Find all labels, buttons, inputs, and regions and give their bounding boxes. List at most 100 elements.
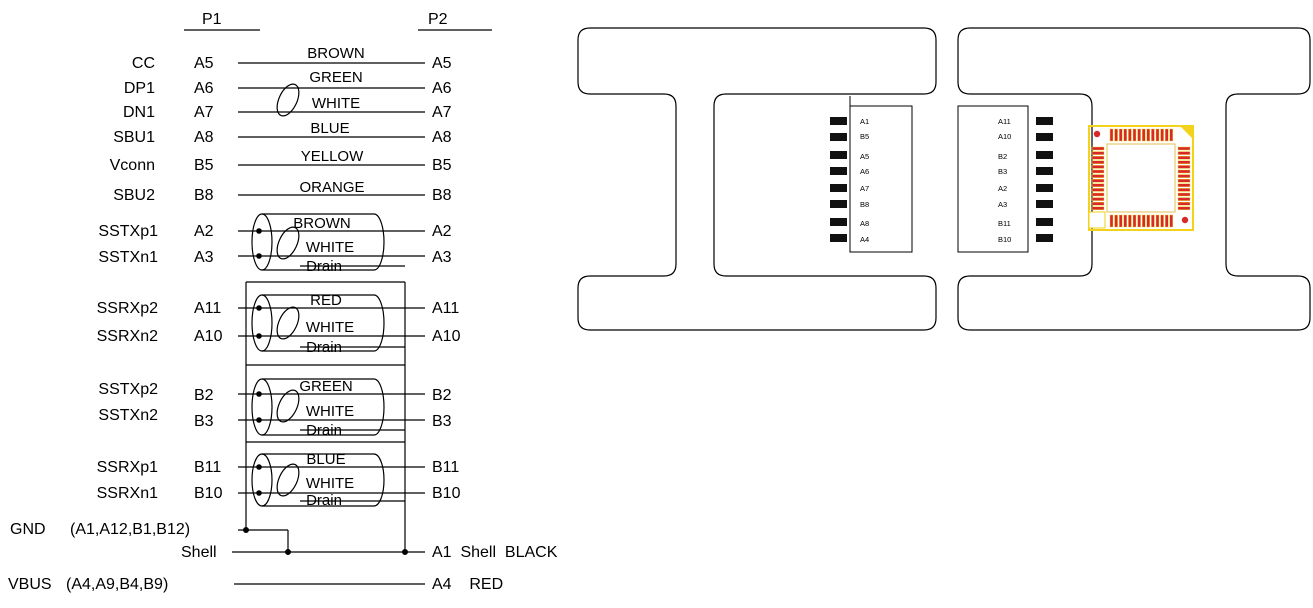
pin1-marker	[1093, 130, 1101, 138]
p2-pin: A11	[432, 300, 459, 317]
p1-pin: A3	[194, 249, 214, 266]
signal-label: DN1	[123, 104, 155, 121]
ic-outline	[1088, 125, 1194, 231]
right-pin-label: A2	[998, 184, 1007, 193]
p2-pin: A3	[432, 249, 452, 266]
smd-pad	[830, 117, 847, 125]
ic-pad	[1091, 206, 1105, 211]
p1-pin: A7	[194, 104, 214, 121]
wire-color: WHITE	[306, 475, 354, 492]
wiring-schematic: P1 P2 CC A5 BROWN A5 DP1 A6 GREEN A6 DN1…	[8, 11, 558, 593]
ic-pad	[1151, 214, 1155, 228]
shield-cylinder-edge	[261, 294, 273, 352]
ic-pad	[1177, 197, 1191, 201]
wire-color: BROWN	[293, 215, 351, 232]
smd-pad	[830, 133, 847, 141]
ic-pad	[1177, 178, 1191, 183]
right-pin-label: A3	[998, 200, 1007, 209]
p1-pin: A8	[194, 129, 214, 146]
wire-color: WHITE	[306, 403, 354, 420]
smd-pad	[1036, 184, 1053, 192]
ic-pad	[1177, 160, 1191, 165]
junction-dot	[256, 464, 262, 470]
p2-pin: A8	[432, 129, 452, 146]
smd-pad	[1036, 167, 1053, 175]
p1-pin: B10	[194, 485, 223, 502]
ic-pad	[1141, 128, 1146, 142]
smd-pad	[830, 167, 847, 175]
ic-pad	[1091, 155, 1105, 160]
ic-pad	[1164, 128, 1169, 142]
right-pin-label: A10	[998, 132, 1011, 141]
p2-header: P2	[428, 11, 448, 28]
junction-dot	[256, 228, 262, 234]
shielded-pair-2: SSRXp2 SSRXn2 A11 A10 RED WHITE Drain A1…	[97, 292, 461, 356]
corner-notch	[1088, 211, 1106, 229]
shield-cylinder	[251, 378, 385, 436]
smd-pad	[1036, 200, 1053, 208]
ic-pad	[1155, 128, 1160, 142]
ic-pad	[1109, 214, 1114, 228]
pcb-board-left	[577, 27, 937, 331]
ic-pad	[1177, 146, 1191, 151]
wire-color: GREEN	[309, 69, 362, 86]
signal-label: SSTXn1	[98, 249, 158, 266]
p1-header: P1	[202, 11, 222, 28]
ic-pad	[1177, 188, 1191, 192]
smd-pad	[1036, 218, 1053, 226]
ic-pad	[1118, 214, 1123, 228]
wire-color: ORANGE	[299, 179, 364, 196]
signal-label: SBU2	[113, 187, 155, 204]
left-pin-label: A1	[860, 117, 869, 126]
ic-pad	[1091, 165, 1105, 169]
shield-cylinder-edge	[261, 213, 273, 271]
p2-pin: A6	[432, 80, 452, 97]
ic-pad	[1091, 201, 1105, 206]
shell-label: Shell	[181, 544, 217, 561]
shielded-pair-4: SSRXp1 SSRXn1 B11 B10 BLUE WHITE Drain B…	[97, 451, 461, 509]
smd-pad	[830, 200, 847, 208]
ic-pad	[1146, 214, 1151, 228]
smd-pad	[830, 151, 847, 159]
junction-dot	[243, 526, 250, 533]
ic-pad	[1177, 155, 1191, 160]
vbus-pins: (A4,A9,B4,B9)	[66, 576, 168, 593]
signal-label: SSRXp2	[97, 300, 158, 317]
left-pin-label: B8	[860, 200, 869, 209]
gnd-label: GND	[10, 521, 46, 538]
signal-label: SSRXp1	[97, 459, 158, 476]
ic-pad	[1091, 188, 1105, 192]
signal-label: Vconn	[110, 157, 155, 174]
smd-pad	[1036, 133, 1053, 141]
shield-cylinder-edge	[261, 453, 273, 507]
left-pin-label: A4	[860, 235, 869, 244]
left-pin-label: A7	[860, 184, 869, 193]
ic-pad	[1132, 128, 1137, 142]
twisted-pair-ellipse	[276, 306, 300, 340]
ic-pad	[1091, 192, 1105, 197]
ic-pad	[1091, 169, 1105, 174]
junction-dot	[256, 417, 262, 423]
ic-pad	[1091, 183, 1105, 188]
wire-color: YELLOW	[301, 148, 364, 165]
p2-pin: A7	[432, 104, 452, 121]
wire-color: WHITE	[312, 95, 360, 112]
left-pin-label: B5	[860, 132, 869, 141]
ic-pad	[1123, 128, 1128, 142]
p1-pin: A10	[194, 328, 223, 345]
shield-cylinder-edge	[261, 378, 273, 436]
ic-pad	[1091, 151, 1105, 155]
orientation-triangle	[1180, 126, 1193, 139]
ic-pad	[1091, 178, 1105, 183]
p2-pin: B5	[432, 157, 452, 174]
ic-pad	[1164, 214, 1169, 228]
ic-pad	[1177, 174, 1191, 178]
signal-label: SSRXn1	[97, 485, 158, 502]
corner-marker	[1181, 216, 1189, 224]
p2-pin: A10	[432, 328, 461, 345]
vbus-destination: A4 RED	[432, 576, 503, 593]
junction-dot	[285, 548, 292, 555]
ic-pads	[1091, 128, 1191, 228]
p2-pin: B10	[432, 485, 461, 502]
